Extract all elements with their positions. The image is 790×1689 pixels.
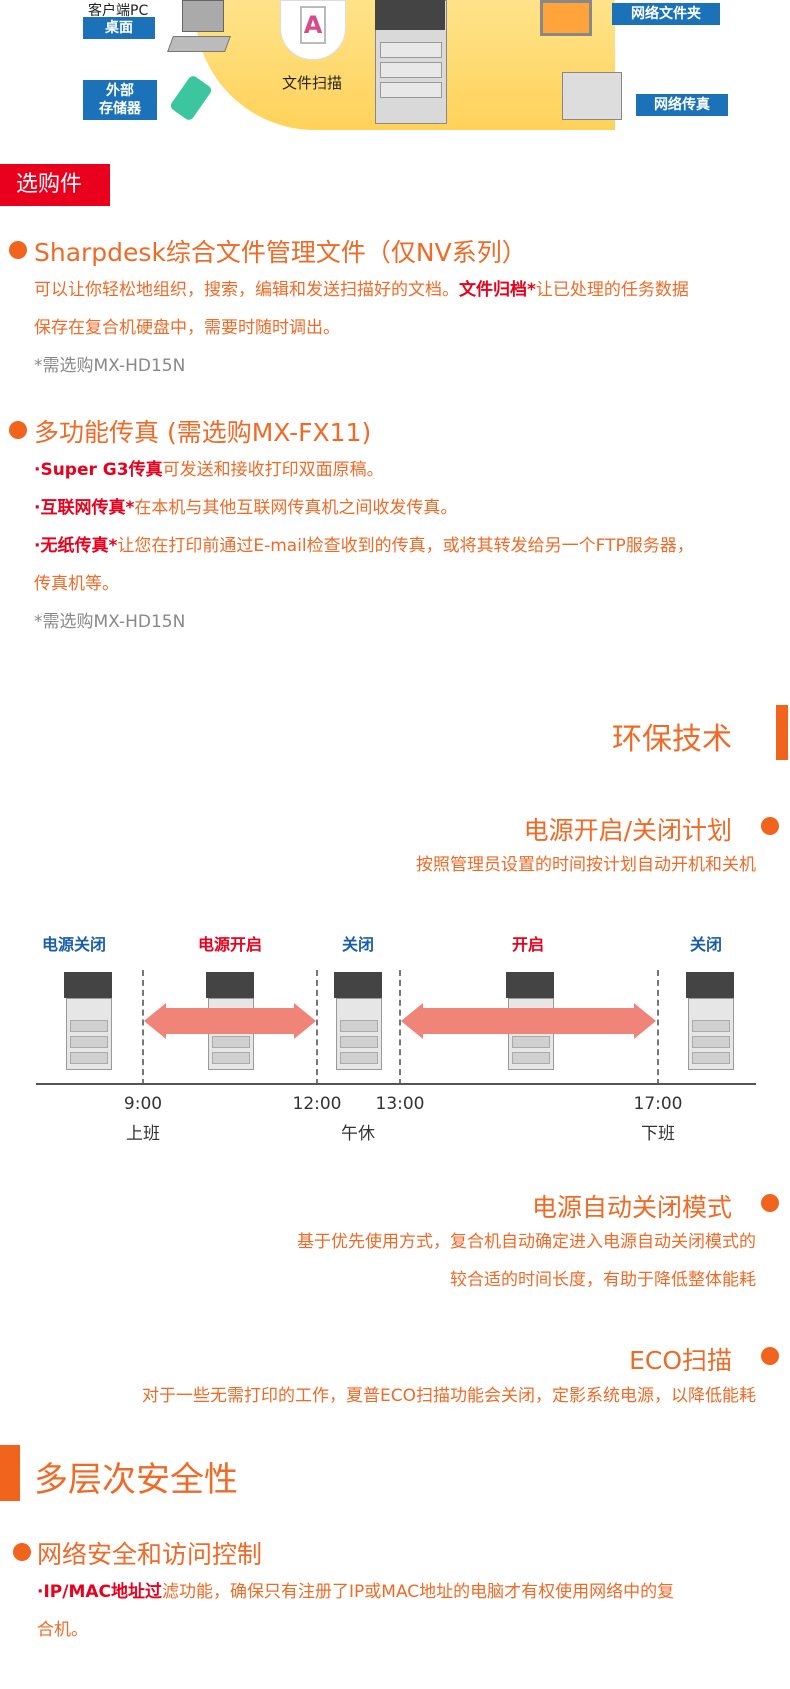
bullet-dot-icon	[9, 241, 27, 259]
bullet-dot-icon	[761, 1194, 779, 1212]
timeline-label-power-off: 电源关闭	[41, 935, 106, 954]
auto-off-title: 电源自动关闭模式	[531, 1193, 732, 1222]
fax-line2-text: 在本机与其他互联网传真机之间收发传真。	[134, 498, 458, 518]
fax-title: 多功能传真 (需选购MX-FX11)	[34, 418, 372, 447]
time-13: 13:00	[375, 1094, 425, 1114]
auto-off-line2: 较合适的时间长度，有助于降低整体能耗	[450, 1270, 756, 1290]
external-storage-label-line2: 存储器	[99, 101, 141, 117]
document-icon: A	[300, 6, 326, 44]
eco-title-bar	[776, 705, 788, 760]
sharpdesk-desc-line2: 保存在复合机硬盘中，需要时随时调出。	[34, 318, 340, 338]
fax-line3-text: 让您在打印前通过E-mail检查收到的传真，或将其转发给另一个FTP服务器，	[117, 536, 694, 556]
fax-note: *需选购MX-HD15N	[34, 612, 186, 632]
eco-scan-title: ECO扫描	[629, 1346, 732, 1375]
fax-line3: ·无纸传真*让您在打印前通过E-mail检查收到的传真，或将其转发给另一个FTP…	[34, 531, 694, 556]
keyboard-icon	[167, 36, 231, 52]
power-on-arrow	[421, 1008, 635, 1034]
network-security-title: 网络安全和访问控制	[37, 1540, 263, 1569]
client-pc-icon	[182, 0, 224, 32]
copier-tray	[380, 82, 442, 98]
timeline-divider	[316, 970, 318, 1085]
timeline-divider	[142, 970, 144, 1085]
schedule-title: 电源开启/关闭计划	[523, 816, 732, 845]
network-folder-icon	[540, 0, 592, 36]
fax-line4: 传真机等。	[34, 574, 119, 594]
arrow-right-icon	[294, 1003, 316, 1039]
options-tag: 选购件	[0, 164, 110, 206]
fax-line1-highlight: ·Super G3传真	[34, 460, 163, 480]
scan-caption: 文件扫描	[282, 74, 343, 92]
network-security-line1: ·IP/MAC地址过滤功能，确保只有注册了IP或MAC地址的电脑才有权使用网络中…	[37, 1577, 674, 1602]
client-pc-label: 客户端PC	[88, 3, 149, 19]
copier-icon	[64, 972, 112, 1070]
fax-line1: ·Super G3传真可发送和接收打印双面原稿。	[34, 455, 384, 480]
security-section-title: 多层次安全性	[34, 1460, 238, 1500]
arrow-right-icon	[634, 1003, 656, 1039]
arrow-left-icon	[401, 1003, 423, 1039]
sharpdesk-title: Sharpdesk综合文件管理文件（仅NV系列）	[34, 238, 527, 267]
copier-icon	[334, 972, 382, 1070]
sharpdesk-desc-b: 让已处理的任务数据	[535, 280, 689, 300]
security-title-bar	[0, 1445, 20, 1501]
timeline-label-off-end: 关闭	[689, 935, 722, 954]
fax-line1-text: 可发送和接收打印双面原稿。	[162, 460, 384, 480]
network-fax-label: 网络传真	[636, 94, 728, 116]
eco-section-title: 环保技术	[612, 722, 732, 757]
timeline-label-power-on: 电源开启	[197, 935, 262, 954]
network-security-line1-text: 滤功能，确保只有注册了IP或MAC地址的电脑才有权使用网络中的复	[162, 1582, 675, 1602]
sub-work-end: 下班	[641, 1124, 675, 1144]
eco-scan-desc: 对于一些无需打印的工作，夏普ECO扫描功能会关闭，定影系统电源，以降低能耗	[142, 1386, 756, 1406]
schedule-desc: 按照管理员设置的时间按计划自动开机和关机	[416, 855, 756, 875]
ip-mac-filter-highlight: ·IP/MAC地址过	[37, 1582, 163, 1602]
network-folder-label: 网络文件夹	[612, 3, 720, 25]
copier-tray	[380, 62, 442, 78]
sharpdesk-note: *需选购MX-HD15N	[34, 356, 186, 376]
timeline-divider	[657, 970, 659, 1085]
desktop-label: 桌面	[83, 17, 155, 39]
arrow-left-icon	[144, 1003, 166, 1039]
sharpdesk-desc-line1: 可以让你轻松地组织，搜索，编辑和发送扫描好的文档。文件归档*让已处理的任务数据	[34, 275, 689, 300]
bullet-dot-icon	[13, 1543, 31, 1561]
network-security-line2: 合机。	[37, 1620, 88, 1640]
copier-icon	[686, 972, 734, 1070]
sub-lunch: 午休	[341, 1124, 375, 1144]
timeline-axis	[36, 1083, 756, 1085]
timeline-label-off: 关闭	[341, 935, 374, 954]
external-storage-label: 外部 存储器	[83, 80, 157, 120]
network-fax-icon	[562, 72, 622, 120]
time-17: 17:00	[633, 1094, 683, 1114]
fax-line2-highlight: ·互联网传真*	[34, 498, 135, 518]
sharpdesk-desc-a: 可以让你轻松地组织，搜索，编辑和发送扫描好的文档。	[34, 280, 459, 300]
bullet-dot-icon	[761, 817, 779, 835]
timeline-divider	[399, 970, 401, 1085]
bullet-dot-icon	[761, 1347, 779, 1365]
copier-tray	[380, 42, 442, 58]
external-storage-label-line1: 外部	[106, 83, 134, 99]
document-filing-highlight: 文件归档*	[459, 280, 536, 300]
timeline-label-on: 开启	[511, 935, 544, 954]
usb-drive-icon	[168, 74, 214, 122]
power-on-arrow	[164, 1008, 296, 1034]
sub-work-start: 上班	[126, 1124, 160, 1144]
bullet-dot-icon	[9, 421, 27, 439]
copier-top	[375, 0, 445, 30]
time-9: 9:00	[123, 1094, 163, 1114]
time-12: 12:00	[292, 1094, 342, 1114]
auto-off-line1: 基于优先使用方式，复合机自动确定进入电源自动关闭模式的	[297, 1232, 756, 1252]
fax-line2: ·互联网传真*在本机与其他互联网传真机之间收发传真。	[34, 493, 457, 518]
fax-line3-highlight: ·无纸传真*	[34, 536, 118, 556]
